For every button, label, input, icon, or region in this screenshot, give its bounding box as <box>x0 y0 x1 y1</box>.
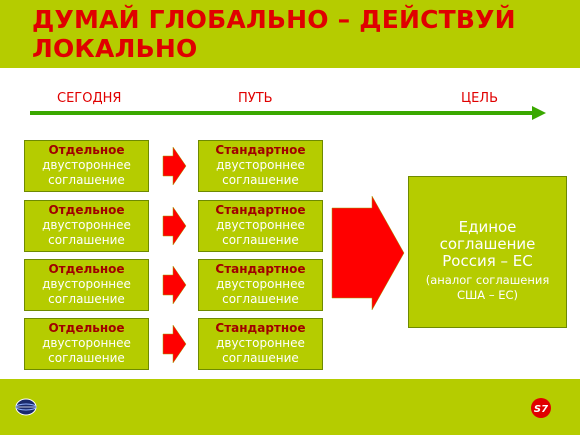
middle-box-3: Стандартное двустороннее соглашение <box>198 259 323 311</box>
s7-logo-text: S7 <box>534 404 548 415</box>
timeline-label-path: ПУТЬ <box>238 91 273 106</box>
left-box-line: соглашение <box>48 292 125 306</box>
left-box-line: двустороннее <box>42 277 131 291</box>
left-box-line: соглашение <box>48 351 125 365</box>
left-box-title: Отдельное <box>48 262 125 276</box>
middle-box-line: двустороннее <box>216 277 305 291</box>
big-arrow <box>331 195 405 311</box>
left-box-line: двустороннее <box>42 336 131 350</box>
left-box-4: Отдельное двустороннее соглашение <box>24 318 149 370</box>
middle-box-line: соглашение <box>222 351 299 365</box>
footer-band <box>0 379 580 435</box>
goal-line-3: Россия – ЕС <box>442 252 533 270</box>
globe-logo-icon <box>15 398 37 416</box>
middle-box-line: двустороннее <box>216 158 305 172</box>
left-box-title: Отдельное <box>48 321 125 335</box>
left-box-title: Отдельное <box>48 143 125 157</box>
middle-box-2: Стандартное двустороннее соглашение <box>198 200 323 252</box>
middle-box-1: Стандартное двустороннее соглашение <box>198 140 323 192</box>
arrows-layer <box>162 146 405 364</box>
goal-box: Единое соглашение Россия – ЕС (аналог со… <box>408 176 567 328</box>
header-band <box>0 0 580 68</box>
left-box-3: Отдельное двустороннее соглашение <box>24 259 149 311</box>
left-box-line: двустороннее <box>42 158 131 172</box>
left-box-line: соглашение <box>48 233 125 247</box>
small-arrow-1 <box>162 146 187 186</box>
goal-note-2: США – ЕС) <box>456 288 519 302</box>
left-box-1: Отдельное двустороннее соглашение <box>24 140 149 192</box>
timeline-arrowhead <box>532 106 546 120</box>
middle-box-line: двустороннее <box>216 336 305 350</box>
middle-box-line: двустороннее <box>216 218 305 232</box>
middle-box-line: соглашение <box>222 173 299 187</box>
left-box-title: Отдельное <box>48 203 125 217</box>
title-line-2: ЛОКАЛЬНО <box>32 34 198 63</box>
timeline-label-goal: ЦЕЛЬ <box>461 91 499 106</box>
small-arrow-2 <box>162 206 187 246</box>
middle-box-4: Стандартное двустороннее соглашение <box>198 318 323 370</box>
middle-box-title: Стандартное <box>215 203 306 217</box>
left-box-line: соглашение <box>48 173 125 187</box>
middle-box-title: Стандартное <box>215 143 306 157</box>
middle-box-line: соглашение <box>222 292 299 306</box>
small-arrow-4 <box>162 324 187 364</box>
small-arrow-3 <box>162 265 187 305</box>
middle-box-line: соглашение <box>222 233 299 247</box>
title-line-1: ДУМАЙ ГЛОБАЛЬНО – ДЕЙСТВУЙ <box>32 5 516 34</box>
timeline-arrow <box>30 106 546 120</box>
middle-box-title: Стандартное <box>215 262 306 276</box>
goal-note-1: (аналог соглашения <box>425 273 550 287</box>
left-box-2: Отдельное двустороннее соглашение <box>24 200 149 252</box>
timeline-label-today: СЕГОДНЯ <box>57 91 122 106</box>
s7-logo-icon: S7 <box>531 398 551 418</box>
middle-box-title: Стандартное <box>215 321 306 335</box>
goal-line-1: Единое <box>458 218 517 236</box>
left-box-line: двустороннее <box>42 218 131 232</box>
goal-line-2: соглашение <box>439 235 536 253</box>
slide-title: ДУМАЙ ГЛОБАЛЬНО – ДЕЙСТВУЙ ЛОКАЛЬНО <box>32 5 572 63</box>
